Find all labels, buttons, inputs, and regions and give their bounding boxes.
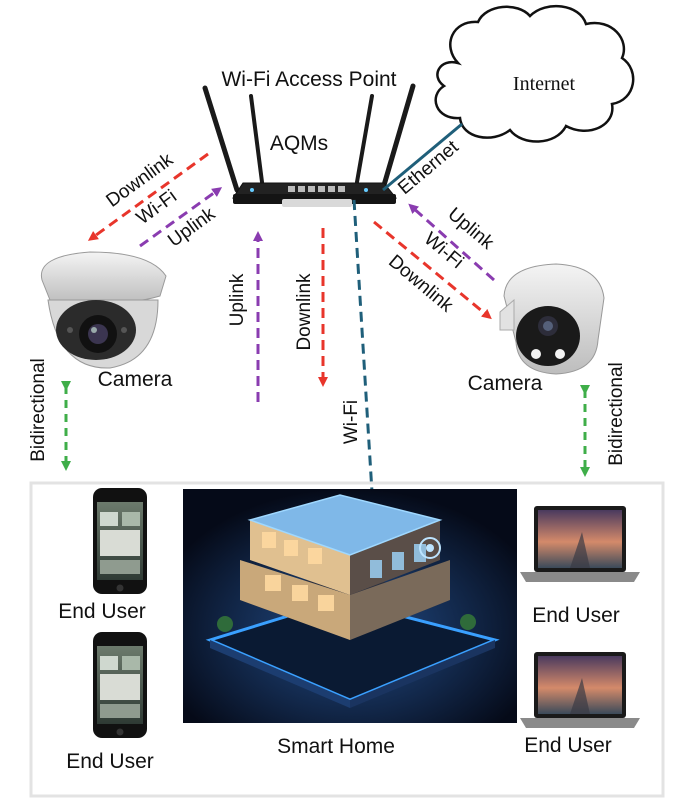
end-user-label-laptop-top: End User xyxy=(532,604,620,627)
laptop-icon xyxy=(520,652,640,728)
ethernet-link xyxy=(382,122,463,192)
bidirectional-label-left: Bidirectional xyxy=(28,358,49,462)
downlink-arrow-right xyxy=(373,220,492,320)
uplink-label-left: Uplink xyxy=(164,203,219,251)
router-subtitle: AQMs xyxy=(270,132,328,155)
end-user-label-phone-bottom: End User xyxy=(66,750,154,773)
dome-camera-icon xyxy=(40,251,167,369)
ethernet-label: Ethernet xyxy=(394,136,463,199)
end-user-area-frame xyxy=(29,481,665,798)
wifi-link-smart-home xyxy=(352,199,374,493)
end-user-label-laptop-bottom: End User xyxy=(524,734,612,757)
laptop-icon xyxy=(520,506,640,582)
smart-home-label: Smart Home xyxy=(277,735,395,758)
internet-label: Internet xyxy=(513,73,576,95)
uplink-arrow-right xyxy=(408,203,495,282)
uplink-label-center: Uplink xyxy=(227,273,248,326)
camera-label-left: Camera xyxy=(98,368,173,391)
wifi-label-center: Wi-Fi xyxy=(341,400,362,444)
downlink-label-center: Downlink xyxy=(294,273,315,351)
bullet-camera-icon xyxy=(499,263,605,375)
bidirectional-label-right: Bidirectional xyxy=(606,362,627,466)
downlink-arrow-left xyxy=(87,152,209,241)
end-user-label-phone-top: End User xyxy=(58,600,146,623)
smartphone-icon xyxy=(93,632,147,738)
smart-home-image xyxy=(183,489,517,723)
smartphone-icon xyxy=(93,488,147,594)
router-title: Wi-Fi Access Point xyxy=(221,68,396,91)
camera-label-right: Camera xyxy=(468,372,543,395)
uplink-arrow-left xyxy=(139,187,223,248)
cloud-icon xyxy=(434,4,635,143)
